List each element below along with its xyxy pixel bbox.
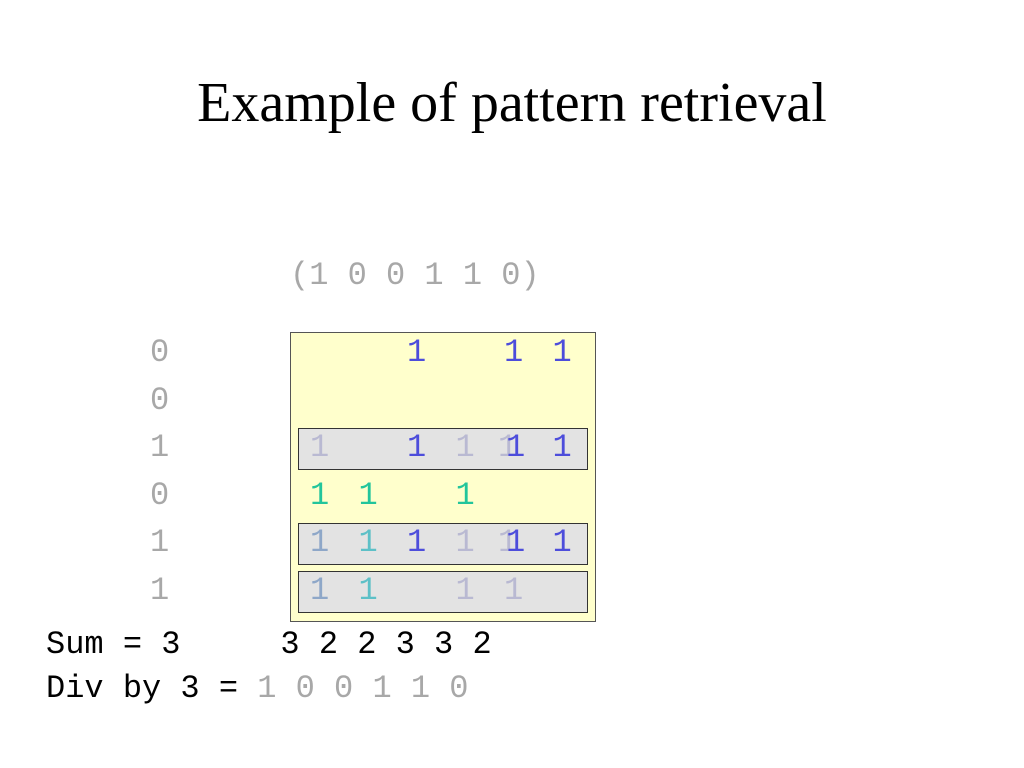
matrix-cell: 1 <box>455 571 475 609</box>
matrix-cell: 1 <box>455 476 475 514</box>
matrix-cell: 1 <box>455 524 475 561</box>
left-vector-item: 0 <box>150 381 170 419</box>
left-vector-item: 1 <box>150 524 170 561</box>
matrix-cell: 1 <box>407 334 427 371</box>
matrix-cell: 1 <box>310 476 330 514</box>
matrix-cell: 1 <box>498 429 518 466</box>
matrix-cell: 1 <box>504 334 524 371</box>
matrix-cell: 1 <box>358 476 378 514</box>
matrix-cell: 1 <box>455 429 475 466</box>
sum-values: 3 2 2 3 3 2 <box>280 626 492 663</box>
input-vector: (1 0 0 1 1 0) <box>290 257 540 294</box>
matrix-cell: 1 <box>310 429 330 466</box>
matrix-cell: 1 <box>310 571 330 609</box>
slide-title: Example of pattern retrieval <box>197 72 827 134</box>
matrix-cell: 1 <box>504 571 524 609</box>
matrix-cell: 1 <box>407 429 427 466</box>
highlighted-row <box>298 570 588 613</box>
matrix-cell: 1 <box>552 334 572 371</box>
matrix-cell: 1 <box>358 524 378 561</box>
div-label: Div by 3 = <box>46 670 258 707</box>
matrix-cell: 1 <box>552 429 572 466</box>
left-vector-item: 1 <box>150 571 170 609</box>
sum-row: Sum = 3 3 2 2 3 3 2 <box>46 626 492 664</box>
left-vector-item: 0 <box>150 334 170 371</box>
matrix-cell: 1 <box>407 524 427 561</box>
left-vector-item: 1 <box>150 429 170 466</box>
highlighted-row <box>298 523 588 565</box>
matrix-cell: 1 <box>506 524 526 561</box>
div-values: 1 0 0 1 1 0 <box>257 670 469 707</box>
matrix-cell: 1 <box>498 524 518 561</box>
matrix-cell: 1 <box>310 524 330 561</box>
div-row: Div by 3 = 1 0 0 1 1 0 <box>46 670 468 708</box>
sum-label: Sum = 3 <box>46 626 181 663</box>
left-vector-item: 0 <box>150 476 170 514</box>
highlighted-row <box>298 428 588 470</box>
matrix-cell: 1 <box>506 429 526 466</box>
matrix-cell: 1 <box>552 524 572 561</box>
matrix-cell: 1 <box>358 571 378 609</box>
